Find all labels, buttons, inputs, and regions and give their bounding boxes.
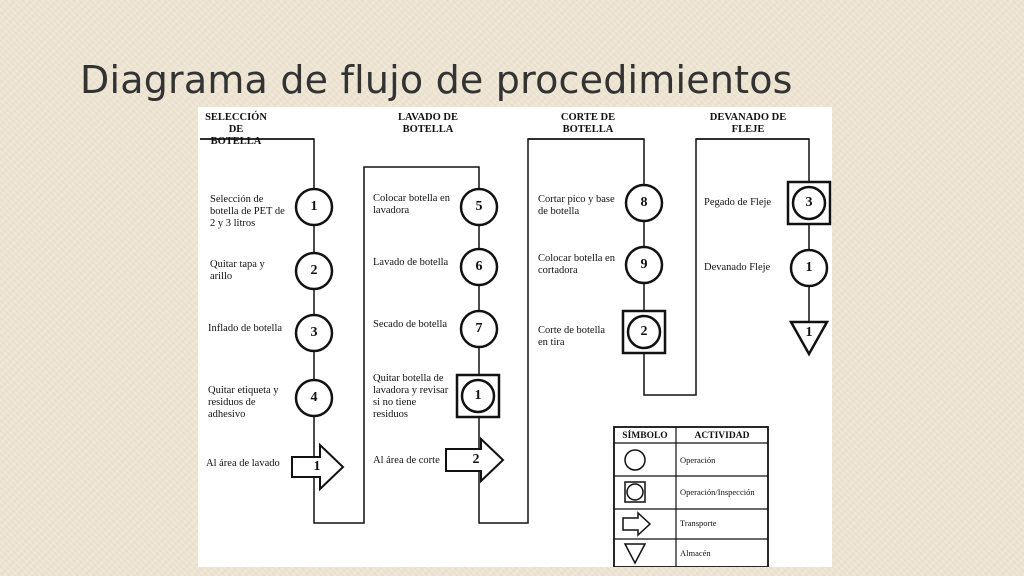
step-number: 2 xyxy=(310,263,318,278)
flow-diagram: SELECCIÓN DE BOTELLA LAVADO DE BOTELLA C… xyxy=(198,107,832,567)
storage-triangle xyxy=(788,320,830,357)
legend-transport-icon xyxy=(622,511,652,537)
step-number: 4 xyxy=(310,390,318,405)
step-label: Quitar tapa y arillo xyxy=(210,259,265,282)
column-4-symbols xyxy=(786,180,832,357)
step-number: 2 xyxy=(640,324,648,339)
column-header-lavado: LAVADO DE BOTELLA xyxy=(397,112,458,135)
slide-title: Diagrama de flujo de procedimientos xyxy=(80,58,793,102)
step-number: 1 xyxy=(805,260,813,275)
operation-symbol xyxy=(459,187,499,227)
column-3-symbols xyxy=(621,183,667,355)
operation-symbol xyxy=(459,309,499,349)
step-number: 1 xyxy=(310,199,318,214)
operation-inspection-circle xyxy=(460,378,496,414)
legend-header-symbol: SÍMBOLO xyxy=(622,431,668,441)
operation-symbol xyxy=(624,183,664,223)
operation-symbol xyxy=(789,248,829,288)
step-label: Quitar etiqueta y residuos de adhesivo xyxy=(208,385,279,420)
legend-operation-icon xyxy=(624,449,646,471)
legend-label-operation-inspection: Operación/Inspección xyxy=(680,487,755,497)
step-label: Cortar pico y base de botella xyxy=(538,194,615,217)
step-label: Lavado de botella xyxy=(373,257,449,268)
step-label: Al área de lavado xyxy=(206,458,280,469)
flow-diagram-graphics xyxy=(200,138,832,567)
legend-storage-icon xyxy=(623,543,647,565)
step-label: Corte de botella en tira xyxy=(538,325,606,348)
column-header-devanado: DEVANADO DE FLEJE xyxy=(709,112,787,135)
operation-symbol xyxy=(294,251,334,291)
step-label: Selección de botella de PET de 2 y 3 lit… xyxy=(210,194,285,229)
operation-symbol xyxy=(294,187,334,227)
operation-symbol xyxy=(294,313,334,353)
transport-arrow xyxy=(445,436,505,484)
step-number: 1 xyxy=(313,459,321,474)
column-header-seleccion: SELECCIÓN DE BOTELLA xyxy=(205,112,267,147)
operation-symbol xyxy=(459,247,499,287)
step-label: Al área de corte xyxy=(373,455,440,466)
legend-label-operation: Operación xyxy=(680,455,716,465)
step-label: Colocar botella en cortadora xyxy=(538,253,615,276)
operation-symbol xyxy=(624,245,664,285)
transport-arrow xyxy=(291,442,345,492)
step-number: 5 xyxy=(475,199,483,214)
operation-inspection-circle xyxy=(626,314,662,350)
step-number: 7 xyxy=(475,321,483,336)
legend-label-transport: Transporte xyxy=(680,518,717,528)
legend-border xyxy=(613,426,769,567)
step-label: Colocar botella en lavadora xyxy=(373,193,450,216)
step-label: Inflado de botella xyxy=(208,323,283,334)
step-label: Secado de botella xyxy=(373,319,448,330)
connector-lines xyxy=(200,138,810,524)
step-number: 3 xyxy=(805,195,813,210)
connector-col1 xyxy=(200,138,810,524)
column-header-corte: CORTE DE BOTELLA xyxy=(560,112,616,135)
step-number: 3 xyxy=(310,325,318,340)
legend-table xyxy=(613,426,769,567)
step-number: 1 xyxy=(474,388,482,403)
step-label: Quitar botella de lavadora y revisar si … xyxy=(373,373,449,420)
step-number: 2 xyxy=(472,452,480,467)
legend-label-storage: Almacén xyxy=(680,548,711,558)
legend-header-activity: ACTIVIDAD xyxy=(694,431,750,441)
legend-symbols xyxy=(622,449,652,565)
operation-symbol xyxy=(294,378,334,418)
step-label: Devanado Fleje xyxy=(704,262,771,273)
column-1-symbols xyxy=(291,187,345,492)
step-number: 9 xyxy=(640,257,648,272)
step-number: 6 xyxy=(475,259,483,274)
step-label: Pegado de Fleje xyxy=(704,197,772,208)
operation-inspection-circle xyxy=(791,185,827,221)
column-2-symbols xyxy=(445,187,505,484)
step-number: 1 xyxy=(805,325,813,340)
step-number: 8 xyxy=(640,195,648,210)
